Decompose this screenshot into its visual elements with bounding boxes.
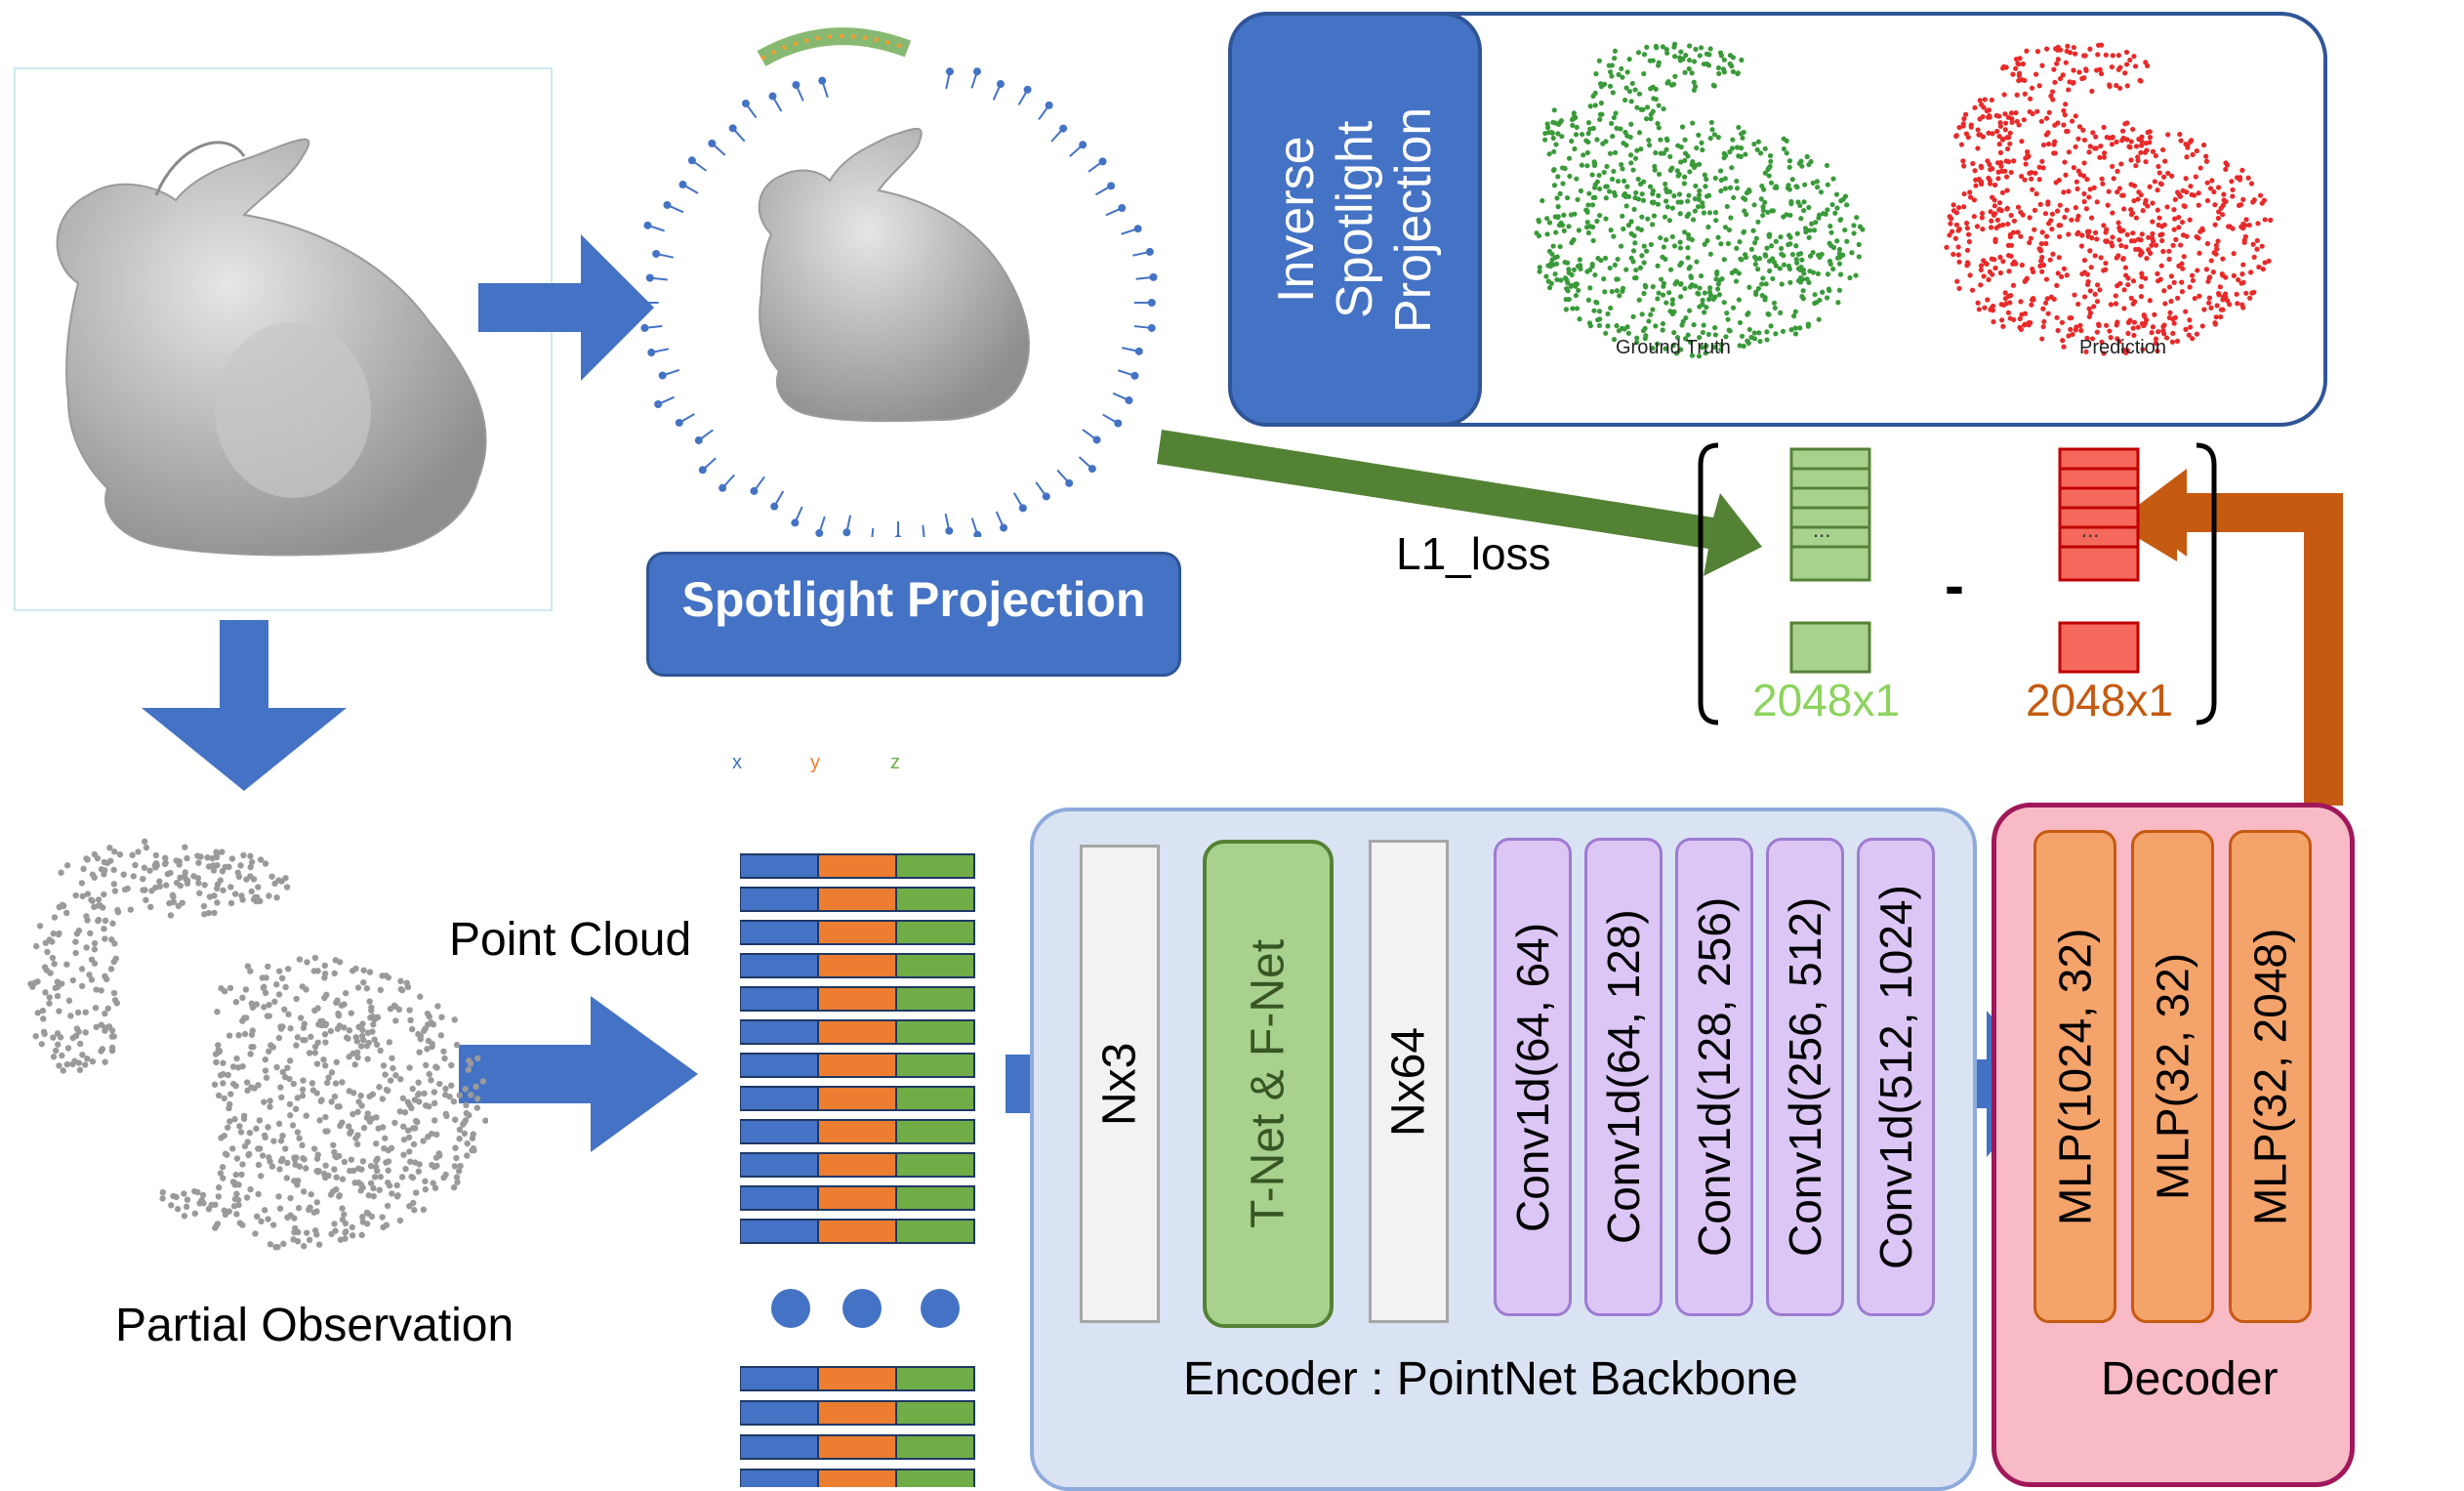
- mlp-block-3: MLP(32, 2048): [2229, 830, 2312, 1323]
- axis-x-label: x: [732, 752, 742, 773]
- spotlight-projection-box: Spotlight Projection: [646, 552, 1181, 677]
- loss-bracket: [1698, 442, 2217, 725]
- decoder-caption: Decoder: [2101, 1353, 2279, 1405]
- conv-block-4: Conv1d(256, 512): [1766, 838, 1844, 1316]
- arrow-mesh-to-spotlight: [478, 234, 654, 381]
- conv-block-2: Conv1d(64, 128): [1584, 838, 1663, 1316]
- spotlight-bunny-image: [637, 27, 1158, 537]
- conv-block-1: Conv1d(64, 64): [1494, 838, 1572, 1316]
- axis-z-label: z: [890, 752, 900, 773]
- gt-dim-label: 2048x1: [1752, 675, 1900, 725]
- conv-block-5: Conv1d(512, 1024): [1857, 838, 1935, 1316]
- encoder-block-nx3: Nx3: [1080, 845, 1160, 1323]
- encoder-caption: Encoder : PointNet Backbone: [1183, 1353, 1798, 1405]
- mlp-block-2: MLP(32, 32): [2131, 830, 2214, 1323]
- ground-truth-label: Ground Truth: [1616, 337, 1731, 358]
- arrow-l1-loss: [1157, 430, 1762, 576]
- arrow-partial-to-pointcloud: [459, 996, 698, 1152]
- pred-ellipsis: ...: [2081, 518, 2100, 542]
- encoder-block-tnet: T-Net & F-Net: [1203, 840, 1334, 1328]
- ground-truth-pointcloud-image: [1534, 41, 1866, 359]
- inverse-projection-label: Inverse Spotlight Projection: [1268, 105, 1442, 333]
- mlp-block-1: MLP(1024, 32): [2033, 830, 2116, 1323]
- pred-dim-label: 2048x1: [2026, 675, 2173, 725]
- arrow-mesh-to-partial: [142, 620, 347, 791]
- partial-observation-label: Partial Observation: [115, 1300, 514, 1351]
- prediction-pointcloud-image: [1944, 42, 2274, 356]
- conv-block-3: Conv1d(128, 256): [1675, 838, 1753, 1316]
- gt-ellipsis: ...: [1813, 518, 1831, 542]
- l1-loss-label: L1_loss: [1396, 528, 1551, 579]
- prediction-label: Prediction: [2079, 337, 2166, 358]
- bunny-mesh-image: [14, 67, 553, 611]
- axis-y-label: y: [810, 752, 820, 773]
- point-cloud-table: [740, 853, 975, 1487]
- spotlight-projection-label: Spotlight Projection: [681, 572, 1146, 627]
- point-cloud-label: Point Cloud: [449, 914, 692, 966]
- partial-observation-image: [27, 838, 488, 1251]
- encoder-block-nx64: Nx64: [1369, 840, 1449, 1323]
- inverse-projection-tab: Inverse Spotlight Projection: [1228, 12, 1482, 427]
- minus-sign: -: [1945, 553, 1964, 618]
